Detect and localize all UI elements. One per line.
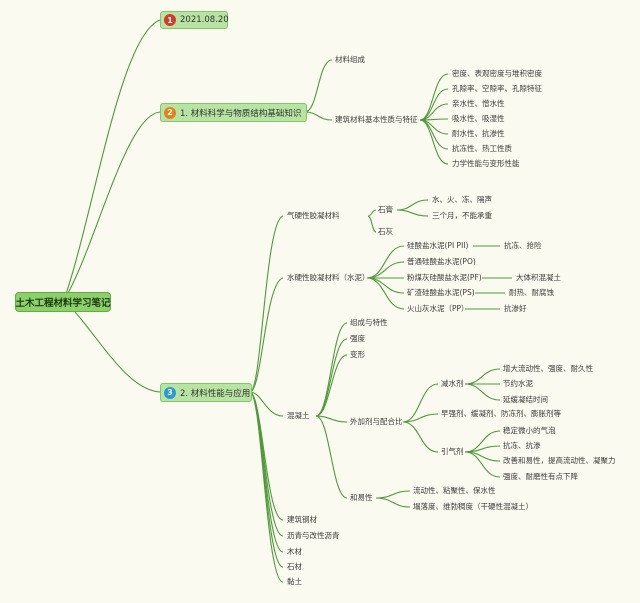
air-entrainer-item: 抗冻、抗渗	[503, 441, 541, 450]
node-stone: 石材	[287, 562, 302, 571]
node-concrete-deformation: 变形	[350, 350, 365, 359]
branch-performance: 3 2. 材料性能与应用	[160, 383, 252, 402]
cement-item: 火山灰水泥（PP）	[407, 304, 469, 313]
cement-note: 大体积混凝土	[516, 273, 561, 282]
cement-item: 矿渣硅酸盐水泥(PS)	[407, 288, 475, 297]
water-reducer-item: 延缓凝结时间	[503, 395, 548, 404]
node-lime: 石灰	[378, 227, 393, 236]
node-workability: 和易性	[350, 493, 373, 502]
cement-note: 抗渗好	[504, 304, 527, 313]
node-steel: 建筑钢材	[287, 515, 317, 524]
number-badge-3: 3	[164, 386, 176, 399]
branch-material-science: 2 1. 材料科学与物质结构基础知识	[160, 103, 307, 122]
node-hydraulic: 水硬性胶凝材料（水泥）	[287, 273, 370, 282]
air-entrainer-item: 改善和易性，提高流动性、凝聚力	[503, 456, 616, 465]
property-item: 力学性能与变形性能	[452, 159, 520, 168]
property-item: 孔隙率、空隙率、孔隙特征	[452, 84, 542, 93]
cement-note: 抗冻、抢险	[504, 241, 542, 250]
branch-date: 1 2021.08.20	[160, 11, 229, 29]
node-basic-properties: 建筑材料基本性质与特征	[335, 115, 418, 124]
node-composition: 材料组成	[335, 55, 365, 64]
node-water-reducer: 减水剂	[441, 379, 464, 388]
root-node: 土木工程材料学习笔记	[15, 292, 111, 312]
gypsum-item: 三个月，不能承重	[432, 211, 492, 220]
property-item: 抗冻性、热工性质	[452, 144, 512, 153]
root-label: 土木工程材料学习笔记	[15, 298, 111, 309]
node-asphalt: 沥青与改性沥青	[287, 531, 340, 540]
cement-note: 耐热、耐腐蚀	[509, 288, 554, 297]
branch-material-science-label: 1. 材料科学与物质结构基础知识	[180, 108, 302, 119]
node-wood: 木材	[287, 547, 302, 556]
property-item: 亲水性、憎水性	[452, 99, 505, 108]
workability-item: 流动性、粘聚性、保水性	[413, 486, 496, 495]
water-reducer-item: 节约水泥	[503, 379, 533, 388]
cement-item: 普通硅酸盐水泥(PO)	[407, 257, 476, 266]
air-entrainer-item: 强度、耐磨性有点下降	[503, 472, 578, 481]
node-early-strength: 早强剂、缓凝剂、防冻剂、膨胀剂等	[441, 409, 561, 418]
number-badge-1: 1	[164, 14, 176, 26]
node-air-hardening: 气硬性胶凝材料	[287, 211, 340, 220]
node-concrete-strength: 强度	[350, 334, 365, 343]
air-entrainer-item: 稳定微小的气泡	[503, 426, 556, 435]
cement-item: 硅酸盐水泥(PI PII)	[407, 241, 469, 250]
branch-date-label: 2021.08.20	[180, 15, 229, 25]
number-badge-2: 2	[164, 106, 176, 119]
branch-performance-label: 2. 材料性能与应用	[180, 388, 251, 399]
node-concrete-composition: 组成与特性	[350, 318, 388, 327]
water-reducer-item: 增大流动性、强度、耐久性	[503, 364, 593, 373]
node-air-entrainer: 引气剂	[441, 447, 464, 456]
node-admixture: 外加剂与配合比	[350, 417, 403, 426]
property-item: 吸水性、吸湿性	[452, 114, 505, 123]
node-concrete: 混凝土	[287, 411, 310, 420]
property-item: 耐水性、抗渗性	[452, 129, 505, 138]
node-gypsum: 石膏	[378, 205, 393, 214]
cement-item: 粉煤灰硅酸盐水泥(PF)	[407, 273, 482, 282]
property-item: 密度、表观密度与堆积密度	[452, 69, 542, 78]
workability-item: 塌落度、维勃稠度（干硬性混凝土）	[413, 502, 533, 511]
node-clay: 黏土	[287, 577, 302, 586]
gypsum-item: 水、火、冻、隔声	[432, 195, 492, 204]
